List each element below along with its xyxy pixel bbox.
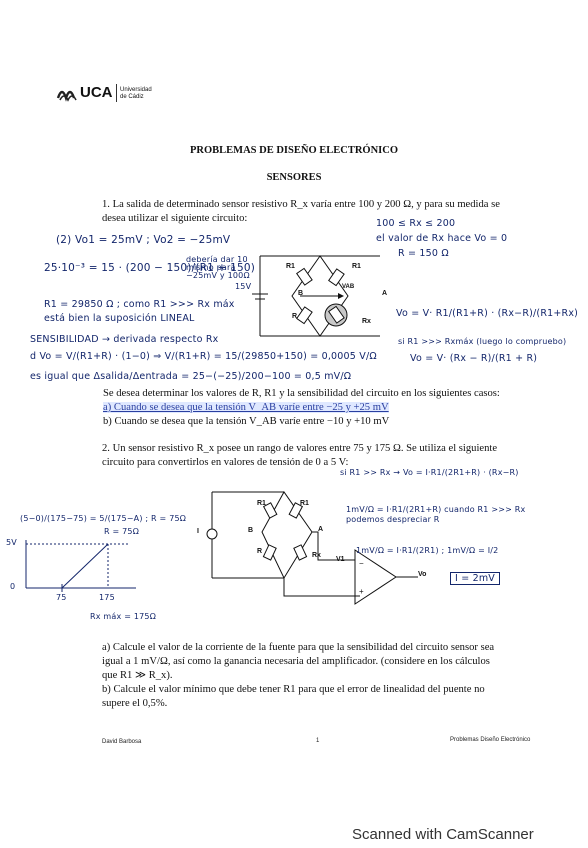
p1-case-a-text: a) Cuando se desea que la tensión V_AB v… (103, 402, 389, 413)
p1-line1: 1. La salida de determinado sensor resis… (102, 199, 500, 210)
c2-r1-left: R1 (257, 500, 266, 507)
c2-r1-right: R1 (300, 500, 309, 507)
hw-graph-175: 175 (99, 593, 115, 602)
scanner-watermark: Scanned with CamScanner (352, 826, 534, 843)
hw-rx-value: el valor de Rx hace Vo = 0 (376, 233, 508, 244)
logo-sub-2: de Cádiz (120, 94, 144, 100)
logo-sub-1: Universidad (120, 87, 152, 93)
c1-r: R (292, 313, 298, 320)
svg-text:+: + (359, 587, 364, 596)
page-subtitle: SENSORES (266, 172, 322, 183)
p2-qb2: supere el 0,5%. (102, 698, 168, 709)
c2-node-b: B (248, 527, 254, 534)
hw-p2-current: I = 2mV (450, 572, 500, 585)
hw-if-r1: si R1 >>> Rxmáx (luego lo compruebo) (398, 337, 567, 346)
footer-author: David Barbosa (102, 739, 142, 745)
c2-r: R (257, 548, 263, 555)
hw-r1-result: R1 = 29850 Ω ; como R1 >>> Rx máx (44, 299, 235, 310)
footer-page: 1 (316, 738, 320, 744)
hw-p2-sens2: 1mV/Ω = I·R1/(2R1) ; 1mV/Ω = I/2 (356, 546, 499, 555)
hw-p2-vo: si R1 >> Rx → Vo = I·R1/(2R1+R) · (Rx−R) (340, 468, 519, 477)
logo-divider (116, 84, 117, 102)
hw-equals: es igual que Δsalida/Δentrada = 25−(−25)… (30, 371, 352, 382)
c1-rx: Rx (362, 318, 371, 325)
p1-line2: desea utilizar el siguiente circuito: (102, 213, 248, 224)
c1-node-b: B (298, 290, 304, 297)
hw-graph-0: 0 (10, 582, 16, 591)
c1-node-a: A (382, 290, 388, 297)
hw-graph (25, 540, 136, 592)
hw-p2-rxmax: Rx máx = 175Ω (90, 612, 157, 621)
hw-derivative: d Vo = V/(R1+R) · (1−0) ⇒ V/(R1+R) = 15/… (30, 351, 377, 362)
logo-waves-icon (56, 90, 77, 102)
hw-vo-simplified: Vo = V· (Rx − R)/(R1 + R) (410, 353, 538, 364)
c1-r1-right: R1 (352, 263, 361, 270)
c2-rx: Rx (312, 552, 321, 559)
logo-brand: UCA (80, 84, 113, 101)
bridge-circuit-1 (252, 255, 380, 337)
hw-p2-r75: R = 75Ω (104, 527, 140, 536)
hw-p2-current-text: I = 2mV (455, 573, 495, 584)
p2-line1: 2. Un sensor resistivo R_x posee un rang… (102, 443, 498, 454)
p2-qa2: igual a 1 mV/Ω, así como la ganancia nec… (102, 656, 490, 667)
c2-vo: Vo (418, 571, 427, 578)
c1-vab: VAB (342, 284, 355, 290)
hw-sensitivity: SENSIBILIDAD → derivada respecto Rx (30, 334, 219, 345)
p1-case-b: b) Cuando se desea que la tensión V_AB v… (103, 416, 390, 427)
hw-eq-r1: 25·10⁻³ = 15 · (200 − 150)/(R1 + 150) (44, 262, 256, 274)
c2-source-label: I (197, 528, 199, 535)
hw-vo-values: (2) Vo1 = 25mV ; Vo2 = −25mV (56, 234, 231, 246)
hw-vo-formula: Vo = V· R1/(R1+R) · (Rx−R)/(R1+Rx) (396, 308, 579, 319)
c2-node-a: A (318, 526, 324, 533)
hw-r-value: R = 150 Ω (398, 248, 449, 259)
bridge-circuit-2: − + (206, 491, 418, 605)
hw-range: 100 ≤ Rx ≤ 200 (376, 218, 456, 229)
hw-p2-slope: (5−0)/(175−75) = 5/(175−A) ; R = 75Ω (20, 514, 187, 523)
c2-v1: V1 (336, 556, 345, 563)
p2-qa1: a) Calcule el valor de la corriente de l… (102, 642, 495, 653)
page-title: PROBLEMAS DE DISEÑO ELECTRÓNICO (190, 145, 398, 156)
p1-line3: Se desea determinar los valores de R, R1… (103, 388, 500, 399)
hw-graph-75: 75 (56, 593, 67, 602)
hw-assumption: está bien la suposición LINEAL (44, 313, 195, 324)
hw-p2-sens: 1mV/Ω = I·R1/(2R1+R) cuando R1 >>> Rx po… (346, 505, 526, 524)
p2-line2: circuito para convertirlos en valores de… (102, 457, 349, 468)
university-logo: UCA Universidad de Cádiz (56, 82, 176, 106)
hw-graph-5v: 5V (6, 538, 17, 547)
hw-note-should: debería dar 10 mismo para −25mV y 100Ω (186, 255, 250, 280)
svg-text:−: − (359, 559, 364, 568)
p1-case-a: a) Cuando se desea que la tensión V_AB v… (103, 401, 389, 414)
footer-course: Problemas Diseño Electrónico (450, 737, 531, 743)
p2-qa3: que R1 ≫ R_x). (102, 670, 173, 681)
hw-15v: 15V (235, 282, 252, 291)
c1-r1-left: R1 (286, 263, 295, 270)
p2-qb1: b) Calcule el valor mínimo que debe tene… (102, 684, 485, 695)
